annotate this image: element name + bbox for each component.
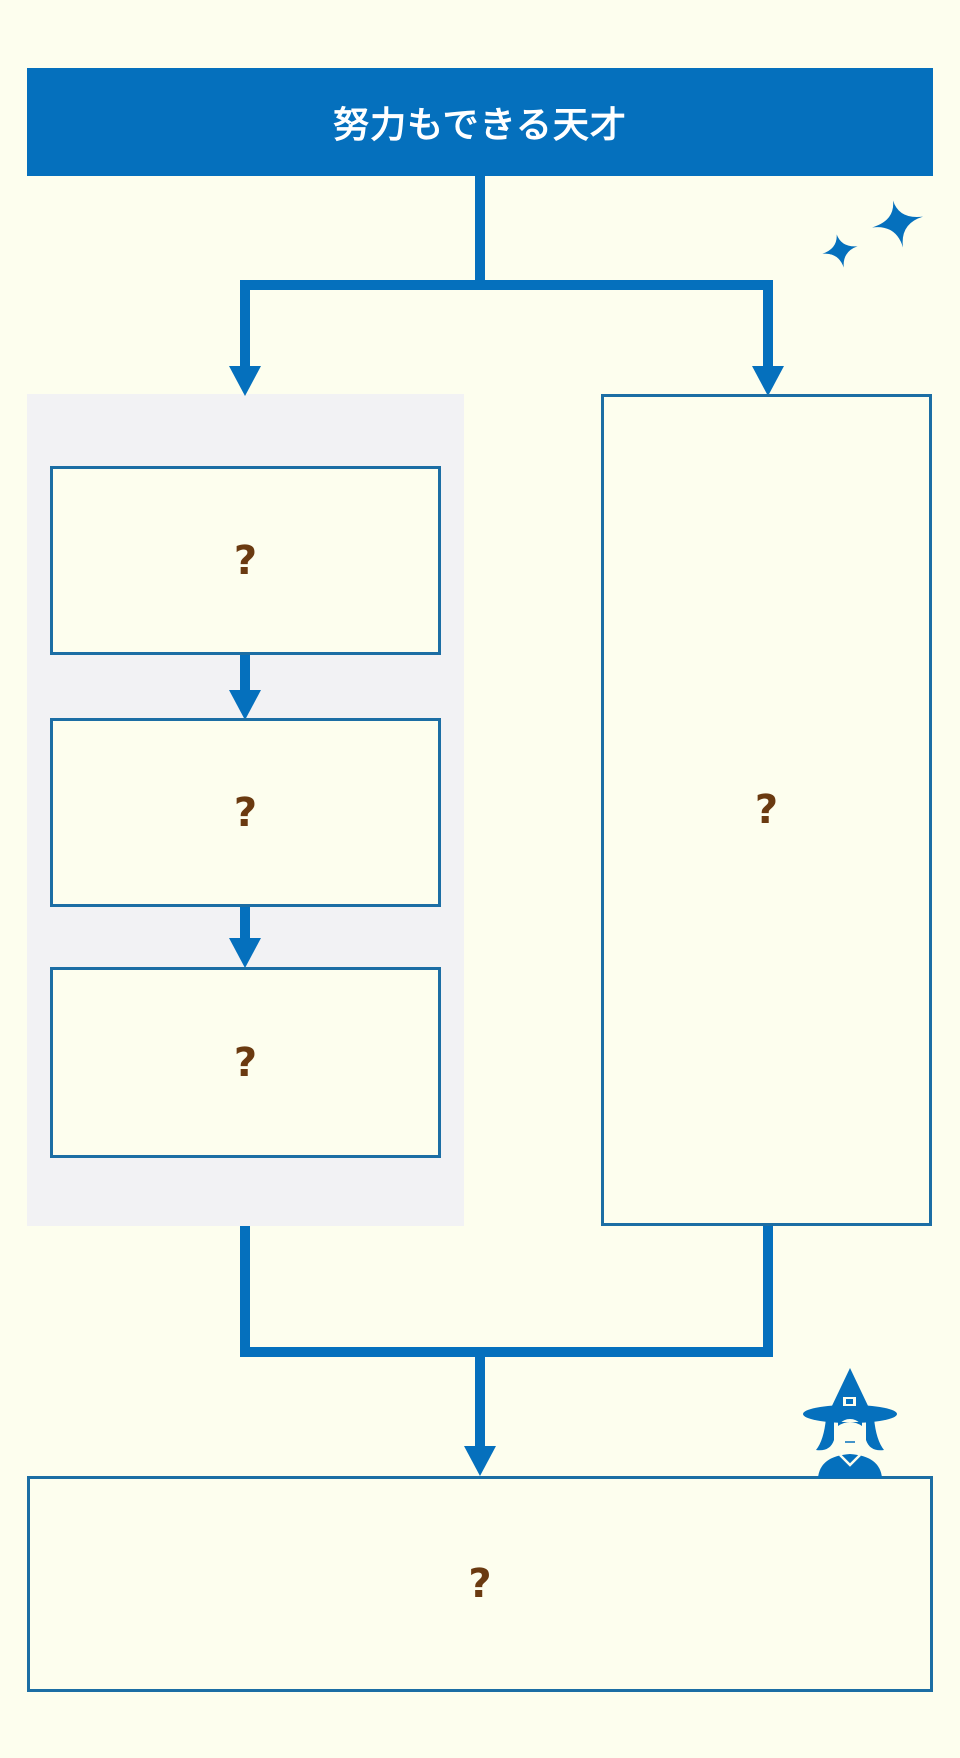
right-column-box: ? (601, 394, 932, 1226)
result-text: ? (468, 1561, 492, 1607)
sparkle-icon (822, 200, 924, 268)
left-step-box-2: ? (50, 718, 441, 907)
arrow-head-left (229, 366, 261, 396)
arrow-head-step-2 (229, 938, 261, 968)
witch-icon (803, 1368, 897, 1478)
split-connector (240, 176, 773, 372)
left-step-text-1: ? (233, 537, 258, 584)
arrow-head-result (464, 1446, 496, 1476)
arrow-head-right (752, 366, 784, 396)
left-step-text-3: ? (233, 1039, 258, 1086)
diagram-title: 努力もできる天才 (27, 68, 933, 176)
left-step-text-2: ? (233, 789, 258, 836)
left-step-box-3: ? (50, 967, 441, 1158)
result-box: ? (27, 1476, 933, 1692)
right-column-text: ? (754, 787, 779, 833)
merge-connector (240, 1226, 773, 1452)
arrow-head-step-1 (229, 690, 261, 720)
left-step-box-1: ? (50, 466, 441, 655)
